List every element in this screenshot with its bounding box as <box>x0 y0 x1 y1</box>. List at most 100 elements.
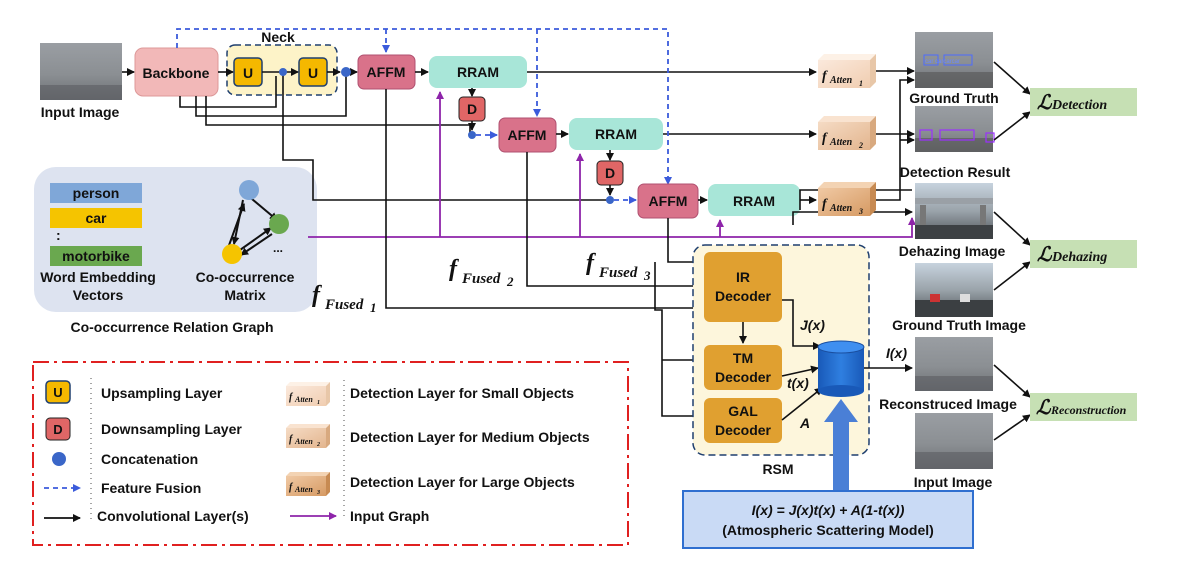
ground-truth-label: Ground Truth <box>909 90 998 106</box>
formula-arrow <box>824 399 858 492</box>
rram-block-1 <box>429 56 527 88</box>
reconstructed-image-label: Reconstruced Image <box>879 396 1017 412</box>
legend-downsampling: Downsampling Layer <box>101 421 242 437</box>
atten2-f: f <box>822 131 828 146</box>
detection-result-thumbnail <box>915 106 995 152</box>
svg-text:Fused: Fused <box>461 271 501 287</box>
affm-label-2: AFFM <box>508 127 547 143</box>
detection-cube-small <box>818 54 876 88</box>
jx-label: J(x) <box>800 317 825 333</box>
gal-decoder-block <box>704 398 782 443</box>
input-image-label: Input Image <box>41 104 120 120</box>
detection-cube-large <box>818 182 876 216</box>
loss-dehazing-symbol: ℒ <box>1037 244 1053 266</box>
rsm-connectors <box>739 299 913 421</box>
svg-text:car carcarcar: car carcarcar <box>925 59 960 65</box>
legend-upsampling: Upsampling Layer <box>101 385 223 401</box>
svg-text:f: f <box>586 250 596 276</box>
loss-dehazing-box <box>1030 240 1137 268</box>
reconstructed-image-thumbnail <box>915 337 993 391</box>
legend-upsample-icon <box>45 380 71 404</box>
word-embedding-caption: Word Embedding <box>40 269 156 285</box>
atten2-idx: 2 <box>858 141 863 150</box>
svg-text:2: 2 <box>506 274 514 289</box>
legend-downsample-icon <box>45 417 71 441</box>
legend-large-cube <box>286 472 330 496</box>
loss-dehazing-name: Dehazing <box>1051 250 1107 265</box>
co-occurrence-graph <box>222 180 289 264</box>
atten2-sub: Atten <box>829 137 853 148</box>
rsm-label: RSM <box>762 461 793 477</box>
affm-label-3: AFFM <box>649 193 688 209</box>
legend-feature-fusion: Feature Fusion <box>101 480 201 496</box>
head-connectors <box>876 67 915 201</box>
person-label: person <box>73 185 120 201</box>
co-occurrence-caption-2: Matrix <box>224 287 265 303</box>
svg-text:f: f <box>312 282 322 308</box>
formula-box <box>682 490 974 549</box>
dehazing-image-label: Dehazing Image <box>899 243 1006 259</box>
person-embedding <box>50 183 142 203</box>
legend-large-objects: Detection Layer for Large Objects <box>350 474 575 490</box>
svg-text:Fused: Fused <box>598 265 638 281</box>
legend-medium-idx: 2 <box>316 442 320 448</box>
loss-detection-box <box>1030 88 1137 116</box>
legend-medium-sub: Atten <box>294 437 313 446</box>
rram-label-2: RRAM <box>595 126 637 142</box>
detection-result-label: Detection Result <box>900 164 1011 180</box>
tm-decoder-label: TM <box>733 350 753 366</box>
fused-3-label: f Fused 3 <box>586 250 651 283</box>
legend-small-sub: Atten <box>294 395 313 404</box>
loss-reconstruction-symbol: ℒ <box>1036 397 1052 419</box>
main-flow-connectors <box>122 68 817 204</box>
formula-caption: (Atmospheric Scattering Model) <box>722 522 934 538</box>
input-image-thumbnail <box>40 43 122 100</box>
legend-small-idx: 1 <box>317 400 320 406</box>
legend-upsample-letter: U <box>53 385 62 400</box>
upsample-letter-2: U <box>308 65 318 81</box>
car-embedding <box>50 208 142 228</box>
ground-truth-image-label: Ground Truth Image <box>892 317 1026 333</box>
atten1-idx: 1 <box>859 79 863 88</box>
ground-truth-thumbnail: car carcarcar <box>915 32 993 88</box>
concat-node-1 <box>279 68 287 76</box>
ir-decoder-label: IR <box>736 269 750 285</box>
concat-node-3 <box>468 131 476 139</box>
tx-label: t(x) <box>787 375 809 391</box>
loss-reconstruction-name: Reconstruction <box>1050 403 1127 417</box>
rram-block-3 <box>708 184 800 216</box>
svg-text:1: 1 <box>370 300 377 315</box>
ix-label: I(x) <box>886 345 907 361</box>
ground-truth-image-thumbnail <box>915 263 993 317</box>
feature-fusion-connectors <box>176 28 672 204</box>
legend-small-cube <box>286 382 330 406</box>
rram-block-2 <box>569 118 663 150</box>
legend-concatenation: Concatenation <box>101 451 198 467</box>
motorbike-embedding <box>50 246 142 266</box>
legend-medium-cube <box>286 424 330 448</box>
legend-medium-f: f <box>289 434 294 445</box>
a-label: A <box>799 415 810 431</box>
svg-text:f: f <box>449 256 459 282</box>
ir-decoder-block <box>704 252 782 322</box>
legend-box <box>32 361 629 546</box>
legend-large-f: f <box>289 482 294 493</box>
atten3-f: f <box>822 197 828 212</box>
scattering-model-cylinder <box>817 340 865 397</box>
neck-label: Neck <box>261 29 295 45</box>
legend-input-graph: Input Graph <box>350 508 429 524</box>
concat-node-2 <box>341 67 351 77</box>
dehazing-image-thumbnail <box>915 183 993 239</box>
affm-label-1: AFFM <box>367 64 406 80</box>
car-label: car <box>85 210 107 226</box>
gal-decoder-label: GAL <box>728 403 758 419</box>
co-occurrence-caption: Co-occurrence <box>196 269 295 285</box>
tm-decoder-label-2: Decoder <box>715 369 772 385</box>
fused-1-label: f Fused 1 <box>312 282 377 315</box>
motorbike-label: motorbike <box>62 248 130 264</box>
legend-conv-layers: Convolutional Layer(s) <box>97 508 249 524</box>
tm-decoder-block <box>704 345 782 390</box>
loss-detection-name: Detection <box>1051 98 1107 113</box>
atten3-idx: 3 <box>858 207 863 216</box>
